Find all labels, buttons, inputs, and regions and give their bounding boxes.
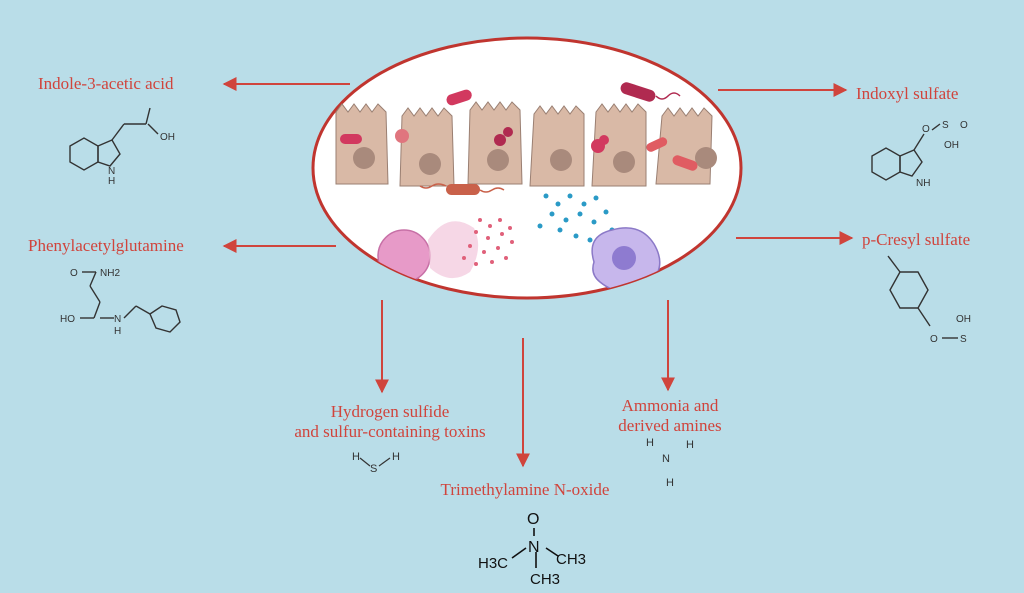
pag-n-text: N bbox=[114, 314, 121, 325]
indole-h-text: H bbox=[108, 176, 115, 187]
tmao-ch3-bottom-text: CH3 bbox=[530, 571, 560, 588]
indoxyl-nh-text: NH bbox=[916, 178, 930, 189]
label-indoxyl: Indoxyl sulfate bbox=[856, 84, 959, 103]
nh3-h1-text: H bbox=[646, 437, 654, 449]
indoxyl-o2-text: O bbox=[960, 120, 968, 131]
pag-h-text: H bbox=[114, 326, 121, 337]
nh3-h2-text: H bbox=[686, 439, 694, 451]
indole-oh-text: OH bbox=[160, 132, 175, 143]
label-phenyl: Phenylacetylglutamine bbox=[28, 236, 184, 255]
pink-particles bbox=[462, 218, 514, 266]
cell-nuclei bbox=[353, 147, 717, 175]
h2s-h1-text: H bbox=[352, 451, 360, 463]
label-ammonia-line1: Ammonia and bbox=[621, 396, 719, 415]
label-cresyl: p-Cresyl sulfate bbox=[862, 230, 971, 249]
blue-particles bbox=[537, 193, 615, 243]
pag-nh2-text: NH2 bbox=[100, 268, 120, 279]
label-h2s-line1: Hydrogen sulfide bbox=[330, 402, 450, 421]
nh3-h3-text: H bbox=[666, 477, 674, 489]
bacteria bbox=[340, 82, 698, 195]
pag-ho-text: HO bbox=[60, 314, 75, 325]
indole-n-text: N bbox=[108, 166, 115, 177]
indoxyl-s-text: S bbox=[942, 120, 949, 131]
tmao-n-text: N bbox=[528, 539, 540, 556]
indole-structure bbox=[69, 107, 159, 171]
tmao-o-text: O bbox=[527, 511, 539, 528]
tmao-ch3-left-text: H3C bbox=[478, 555, 508, 572]
indoxyl-structure bbox=[871, 123, 941, 181]
cresyl-s-text: S bbox=[960, 334, 967, 345]
epithelial-cells bbox=[335, 101, 713, 187]
label-h2s: Hydrogen sulfide and sulfur-containing t… bbox=[250, 402, 530, 442]
label-ammonia: Ammonia and derived amines bbox=[590, 396, 750, 436]
cresyl-oh-text: OH bbox=[956, 314, 971, 325]
label-indole: Indole-3-acetic acid bbox=[38, 74, 174, 93]
h2s-s-text: S bbox=[370, 463, 377, 475]
gut-oval bbox=[311, 36, 743, 300]
label-ammonia-line2: derived amines bbox=[618, 416, 722, 435]
label-tmao: Trimethylamine N-oxide bbox=[440, 480, 610, 499]
h2s-h2-text: H bbox=[392, 451, 400, 463]
indoxyl-o-text: O bbox=[922, 124, 930, 135]
cresyl-o-text: O bbox=[930, 334, 938, 345]
indoxyl-oh-text: OH bbox=[944, 140, 959, 151]
cresyl-structure bbox=[887, 255, 958, 339]
pag-structure bbox=[80, 271, 181, 333]
macrophage bbox=[591, 227, 661, 293]
pag-o-text: O bbox=[70, 268, 78, 279]
tmao-ch3-right-text: CH3 bbox=[556, 551, 586, 568]
label-h2s-line2: and sulfur-containing toxins bbox=[294, 422, 486, 441]
nh3-n-text: N bbox=[662, 453, 670, 465]
tmao-structure bbox=[511, 528, 559, 568]
